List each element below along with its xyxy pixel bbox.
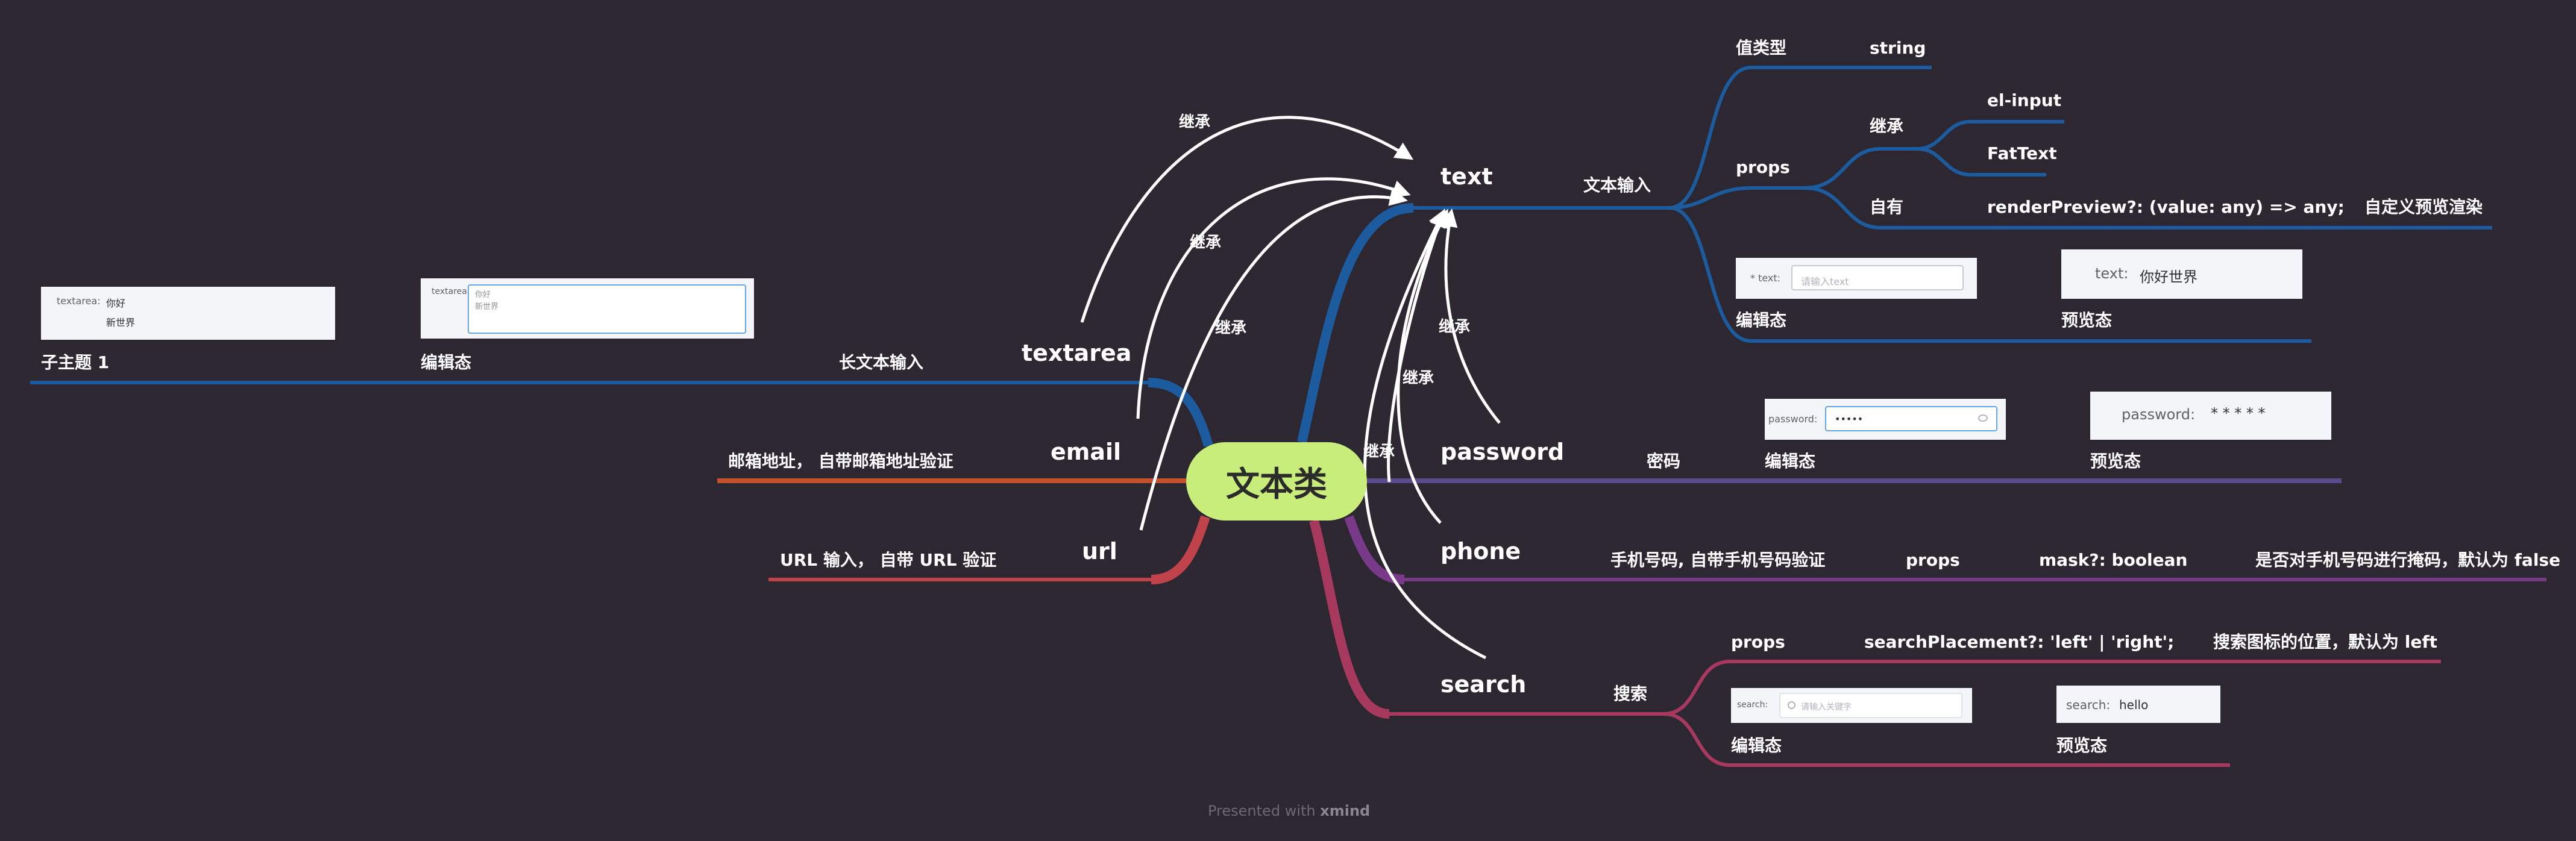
relationship-label[interactable]: 继承 (1363, 443, 1395, 461)
search-prop-desc[interactable]: 搜索图标的位置，默认为 left (2213, 632, 2437, 652)
text-edit-screenshot: * text: 请输入text (1736, 258, 1977, 299)
textarea-input[interactable]: 你好 新世界 (468, 284, 746, 334)
email-desc[interactable]: 邮箱地址， 自带邮箱地址验证 (728, 451, 953, 471)
search-preview-label[interactable]: 预览态 (2056, 736, 2108, 755)
text-props-label[interactable]: props (1736, 157, 1790, 177)
search-prop[interactable]: searchPlacement?: 'left' | 'right'; (1864, 632, 2175, 652)
search-icon (1788, 701, 1795, 709)
xmind-brand: xmind (1320, 802, 1371, 819)
topic-phone[interactable]: phone (1440, 538, 1521, 564)
search-props-label[interactable]: props (1731, 632, 1785, 652)
phone-prop-desc[interactable]: 是否对手机号码进行掩码，默认为 false (2255, 550, 2561, 570)
text-own-desc[interactable]: 自定义预览渲染 (2364, 197, 2483, 217)
relationship-label[interactable]: 继承 (1179, 113, 1211, 131)
password-preview-label[interactable]: 预览态 (2090, 451, 2141, 471)
phone-prop[interactable]: mask?: boolean (2039, 550, 2188, 570)
textarea-desc[interactable]: 长文本输入 (839, 352, 924, 372)
relationship-label[interactable]: 继承 (1439, 318, 1471, 336)
topic-textarea[interactable]: textarea (1022, 340, 1132, 366)
text-own-prop[interactable]: renderPreview?: (value: any) => any; (1987, 197, 2345, 217)
branch-text-lines (1297, 66, 2492, 443)
password-edit-label[interactable]: 编辑态 (1765, 451, 1816, 471)
branch-phone-lines (1344, 515, 2546, 584)
password-input[interactable]: ••••• (1825, 406, 1997, 431)
topic-password[interactable]: password (1440, 439, 1565, 465)
central-topic[interactable]: 文本类 (1186, 442, 1367, 521)
password-edit-screenshot: password: ••••• (1765, 399, 2006, 440)
branch-url-lines (768, 515, 1210, 584)
text-inherit-fattext[interactable]: FatText (1987, 143, 2057, 163)
phone-desc[interactable]: 手机号码, 自带手机号码验证 (1610, 550, 1826, 570)
text-input[interactable]: 请输入text (1791, 265, 1964, 290)
textarea-preview-screenshot: textarea: 你好 新世界 (41, 287, 335, 340)
textarea-subtopic[interactable]: 子主题 1 (41, 352, 110, 372)
presented-with-footer: Presented with xmind (1208, 802, 1371, 819)
text-desc[interactable]: 文本输入 (1583, 175, 1651, 195)
search-edit-screenshot: search: 请输入关键字 (1731, 688, 1972, 723)
relationship-label[interactable]: 继承 (1215, 319, 1247, 337)
relationship-label[interactable]: 继承 (1403, 369, 1434, 387)
textarea-edit-screenshot: textarea: 你好 新世界 (421, 278, 754, 339)
password-preview-screenshot: password: * * * * * (2090, 392, 2331, 440)
relationship-label[interactable]: 继承 (1190, 234, 1222, 252)
relationship-arrows (1080, 116, 1501, 660)
branch-search-lines (1309, 519, 2441, 767)
search-desc[interactable]: 搜索 (1613, 684, 1648, 704)
text-inherit-label[interactable]: 继承 (1870, 116, 1904, 136)
text-value-type-label[interactable]: 值类型 (1736, 38, 1787, 58)
topic-text[interactable]: text (1440, 163, 1493, 190)
phone-props-label[interactable]: props (1906, 550, 1960, 570)
text-value-type[interactable]: string (1870, 38, 1926, 58)
text-preview-label[interactable]: 预览态 (2061, 310, 2113, 330)
search-input[interactable]: 请输入关键字 (1779, 693, 1962, 718)
search-edit-label[interactable]: 编辑态 (1731, 736, 1782, 755)
text-edit-label[interactable]: 编辑态 (1736, 310, 1787, 330)
password-desc[interactable]: 密码 (1647, 451, 1681, 471)
text-preview-screenshot: text: 你好世界 (2061, 249, 2302, 299)
topic-search[interactable]: search (1440, 671, 1527, 698)
textarea-edit-label[interactable]: 编辑态 (421, 352, 472, 372)
eye-icon[interactable] (1978, 414, 1988, 422)
branch-textarea-lines (30, 378, 1213, 448)
topic-url[interactable]: url (1082, 538, 1117, 564)
text-own-label[interactable]: 自有 (1870, 197, 1904, 217)
text-inherit-el-input[interactable]: el-input (1987, 90, 2062, 110)
search-preview-screenshot: search: hello (2056, 686, 2220, 723)
url-desc[interactable]: URL 输入， 自带 URL 验证 (780, 550, 997, 570)
topic-email[interactable]: email (1051, 439, 1122, 465)
